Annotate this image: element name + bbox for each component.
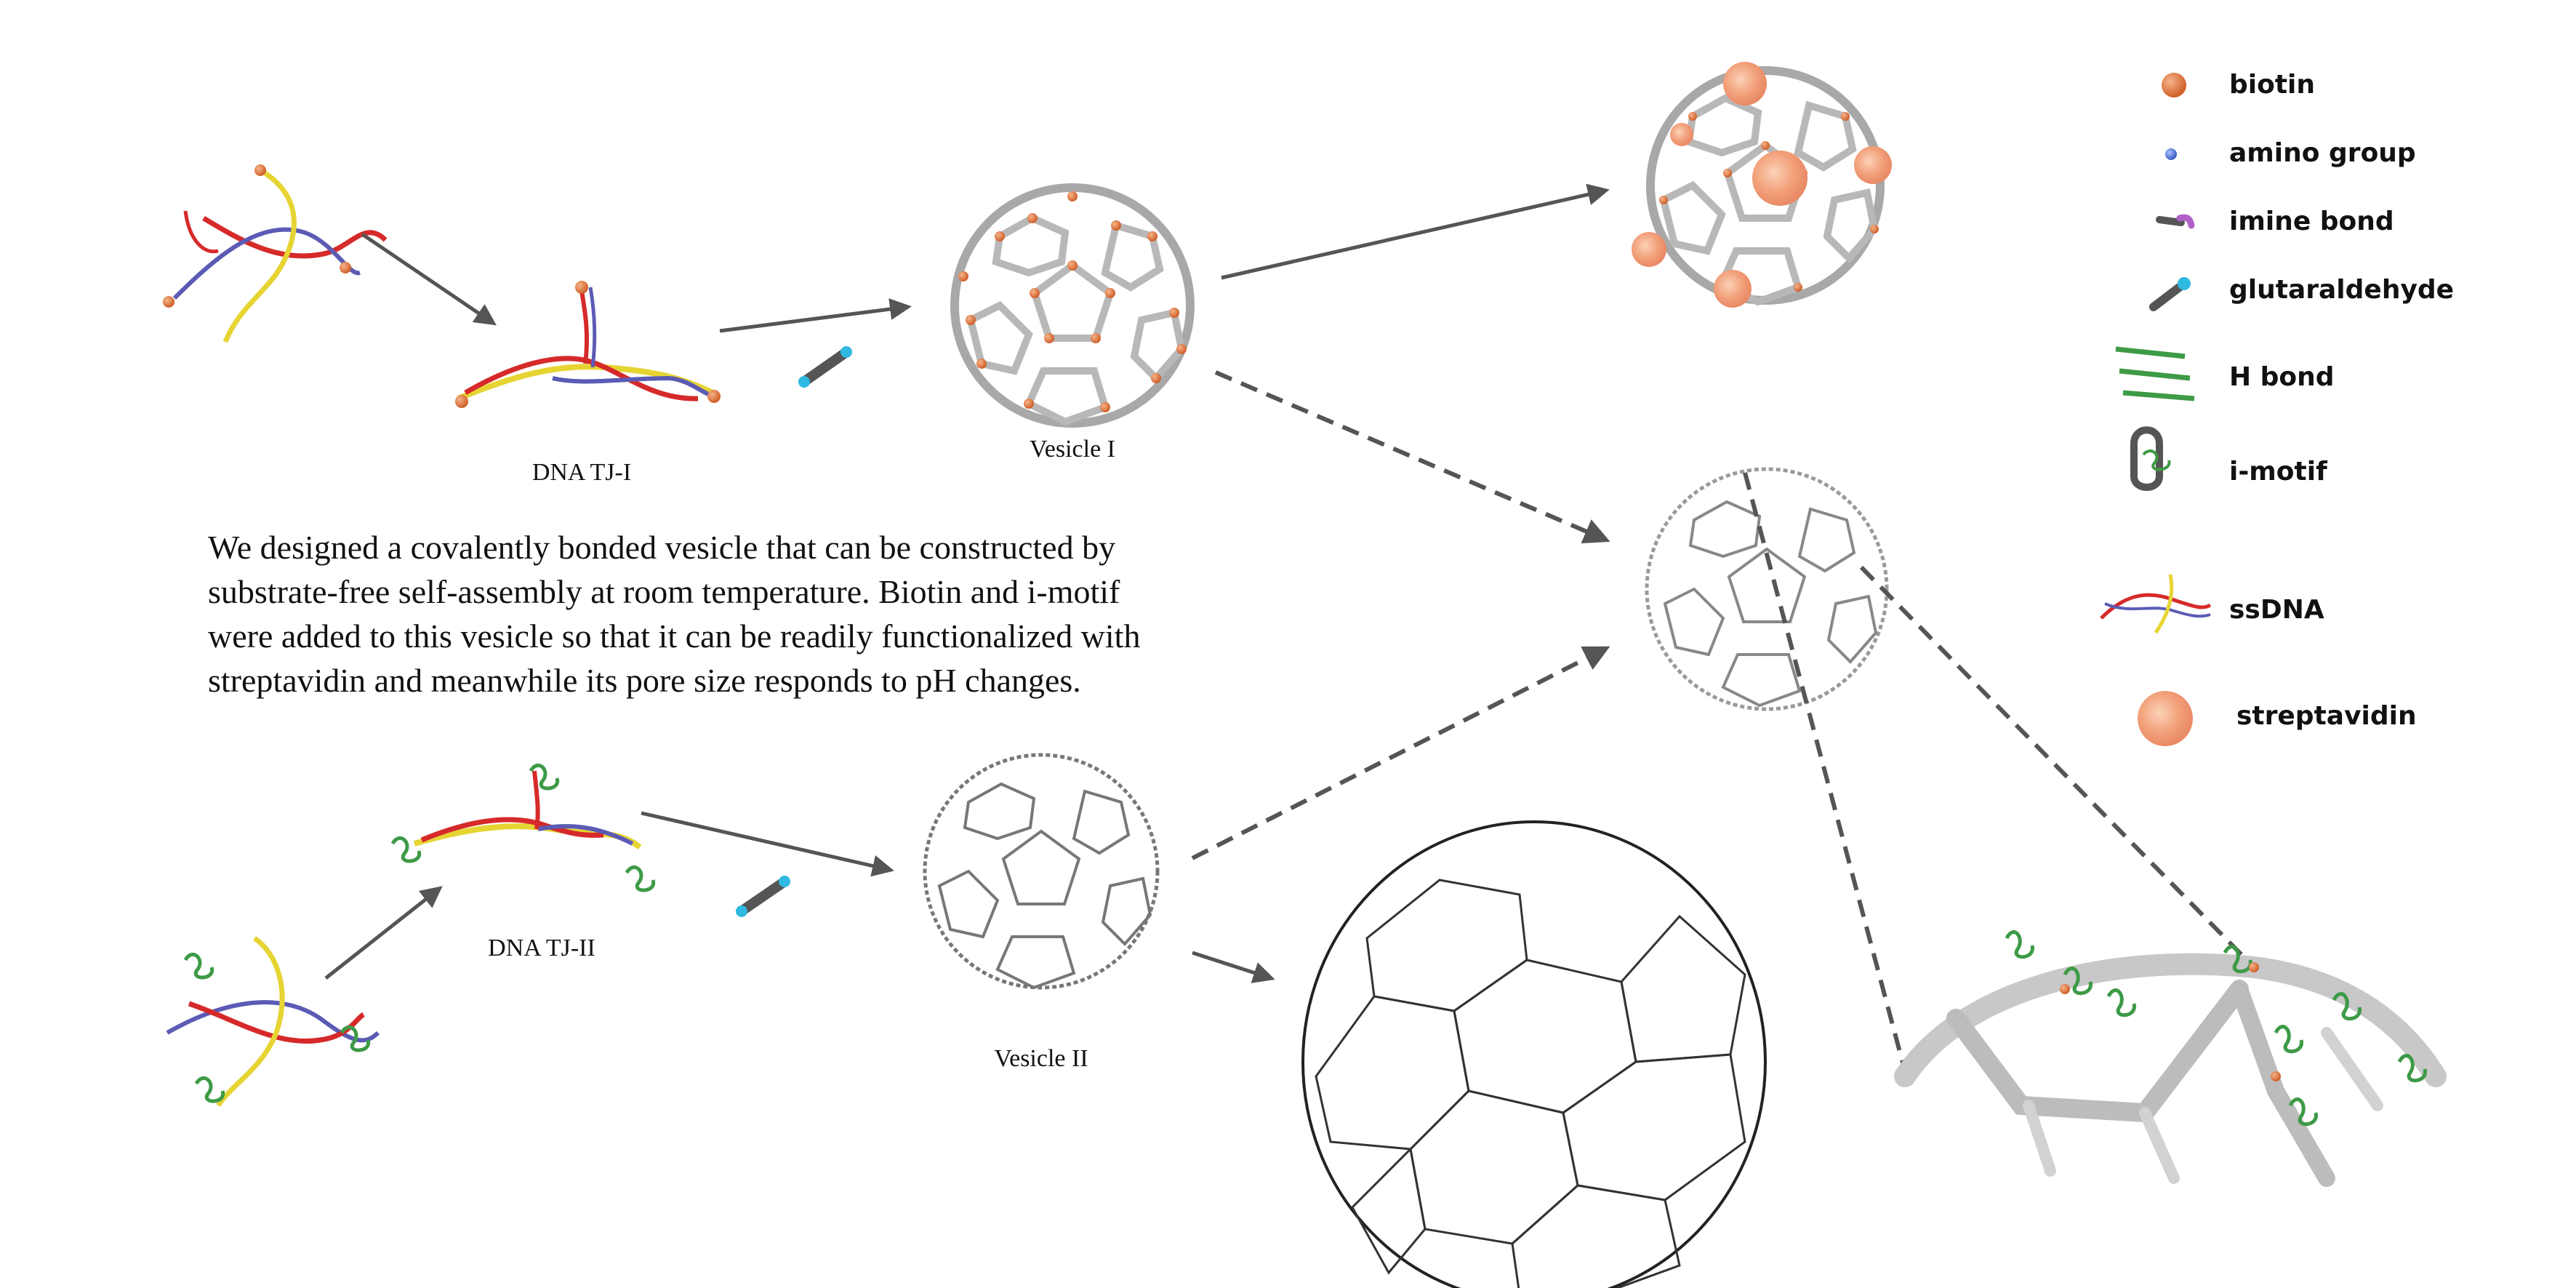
ssdna-strands-top: [163, 164, 388, 343]
zoom-line-right: [1859, 565, 2256, 969]
legend-imine-label: imine bond: [2229, 207, 2394, 236]
dashed-arrow-vesicle2-to-mid: [1191, 646, 1610, 860]
tj1-caption: DNA TJ-I: [532, 459, 631, 486]
glutaraldehyde-molecule-top: [798, 346, 852, 388]
arrow-vesicle2-to-large: [1192, 951, 1275, 983]
glutaraldehyde-molecule-bottom: [736, 876, 790, 917]
large-wireframe-vesicle: [1301, 820, 1767, 1288]
arrow-ssdna-to-tj2: [324, 886, 443, 980]
vesicle2-cage: [923, 753, 1160, 990]
legend: biotin amino group imine bond glutaralde…: [2100, 70, 2454, 746]
legend-hbond-label: H bond: [2229, 362, 2335, 392]
zoomed-cage-detail: [1894, 930, 2447, 1187]
dashed-arrow-vesicle1-to-mid: [1214, 370, 1610, 544]
legend-amino-label: amino group: [2229, 138, 2416, 168]
tj2-caption: DNA TJ-II: [488, 935, 595, 961]
description-line-4: streptavidin and meanwhile its pore size…: [208, 662, 1081, 699]
dna-tj2-structure: [390, 764, 656, 892]
arrow-tj1-to-vesicle1: [719, 298, 912, 333]
arrow-tj2-to-vesicle2: [641, 811, 894, 877]
h-bond-icon: [2115, 346, 2195, 401]
vesicle2-caption: Vesicle II: [994, 1045, 1088, 1072]
vesicle1-cage: [950, 183, 1195, 428]
i-motif-icon: [2130, 426, 2171, 491]
legend-imotif-label: i-motif: [2229, 457, 2327, 487]
imine-bond-icon: [2156, 214, 2195, 229]
legend-ssdna-label: ssDNA: [2229, 595, 2324, 625]
biotin-icon: [2162, 73, 2186, 97]
legend-glutaraldehyde-label: glutaraldehyde: [2229, 275, 2454, 305]
ssdna-strands-bottom: [166, 936, 380, 1107]
description-line-3: were added to this vesicle so that it ca…: [208, 617, 1141, 655]
arrow-vesicle1-to-streptavidin: [1221, 183, 1610, 280]
legend-biotin-label: biotin: [2229, 70, 2315, 100]
description-line-2: substrate-free self-assembly at room tem…: [208, 573, 1120, 610]
description-line-1: We designed a covalently bonded vesicle …: [208, 529, 1116, 566]
dna-tj1-structure: [455, 281, 721, 408]
description-paragraph: We designed a covalently bonded vesicle …: [208, 525, 1269, 703]
amino-group-icon: [2165, 148, 2177, 160]
ssdna-icon: [2100, 574, 2212, 634]
zoom-line-left: [1743, 472, 1909, 1077]
glutaraldehyde-icon: [2149, 277, 2191, 311]
vesicle-streptavidin-cage: [1632, 62, 1892, 308]
streptavidin-particles: [1632, 62, 1892, 308]
streptavidin-icon: [2138, 691, 2193, 746]
arrow-ssdna-to-tj1: [361, 232, 497, 326]
vesicle-imotif-cage: [1645, 467, 1889, 711]
vesicle1-caption: Vesicle I: [1030, 436, 1115, 463]
legend-streptavidin-label: streptavidin: [2236, 701, 2417, 731]
